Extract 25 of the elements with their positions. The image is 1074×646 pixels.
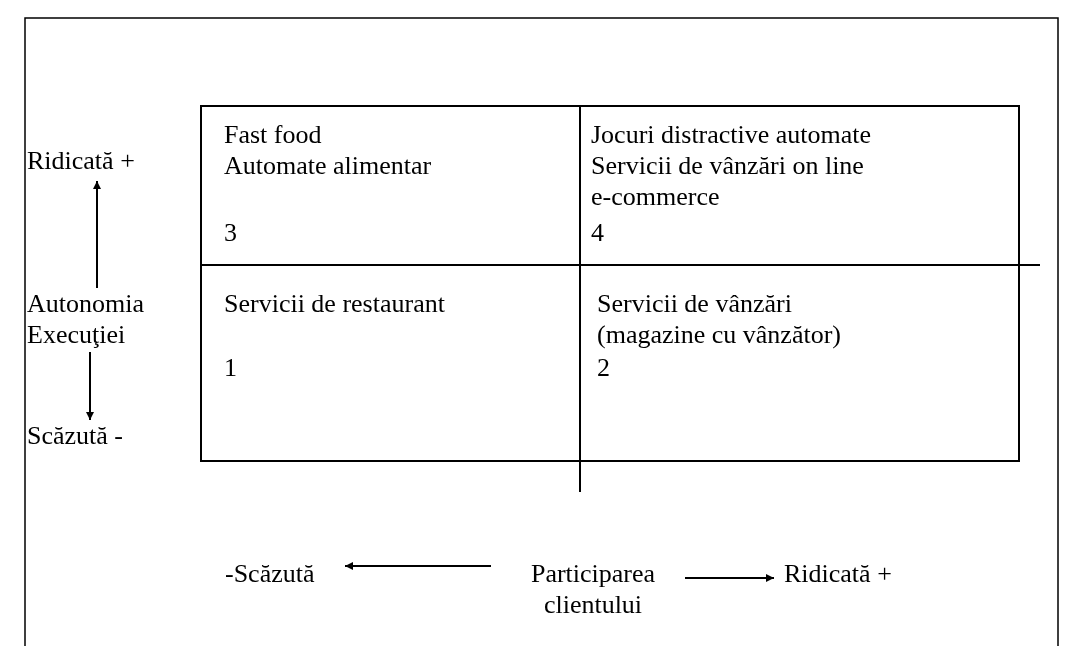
quadrant-number: 2 xyxy=(597,352,611,383)
axis-label: -Scăzută xyxy=(225,558,345,594)
matrix-quadrant xyxy=(200,105,580,265)
matrix-quadrant xyxy=(580,265,1020,462)
arrow xyxy=(684,574,775,582)
axis-label: Scăzută - xyxy=(27,420,167,456)
quadrant-text: Servicii de restaurant xyxy=(224,288,446,319)
matrix-quadrant xyxy=(200,265,580,462)
quadrant-text: Servicii de vânzări on line xyxy=(591,150,865,181)
quadrant-text: Jocuri distractive automate xyxy=(591,119,873,150)
axis-label: Participarea clientului xyxy=(503,558,683,624)
quadrant-text: e-commerce xyxy=(591,181,721,212)
quadrant-number: 3 xyxy=(224,217,237,248)
quadrant-number: 4 xyxy=(591,217,604,248)
arrow xyxy=(93,180,101,289)
arrow xyxy=(86,351,94,421)
axis-label: Ridicată + xyxy=(784,558,924,594)
quadrant-number: 1 xyxy=(224,352,237,383)
matrix-quadrant xyxy=(580,105,1020,265)
axis-label: Autonomia Execuţiei xyxy=(27,288,199,352)
quadrant-text: Servicii de vânzări (magazine cu vânzător) xyxy=(597,288,842,350)
axis-label: Ridicată + xyxy=(27,145,197,181)
arrow xyxy=(344,562,492,570)
quadrant-text: Fast food xyxy=(224,119,323,150)
quadrant-text: Automate alimentar xyxy=(224,150,433,181)
